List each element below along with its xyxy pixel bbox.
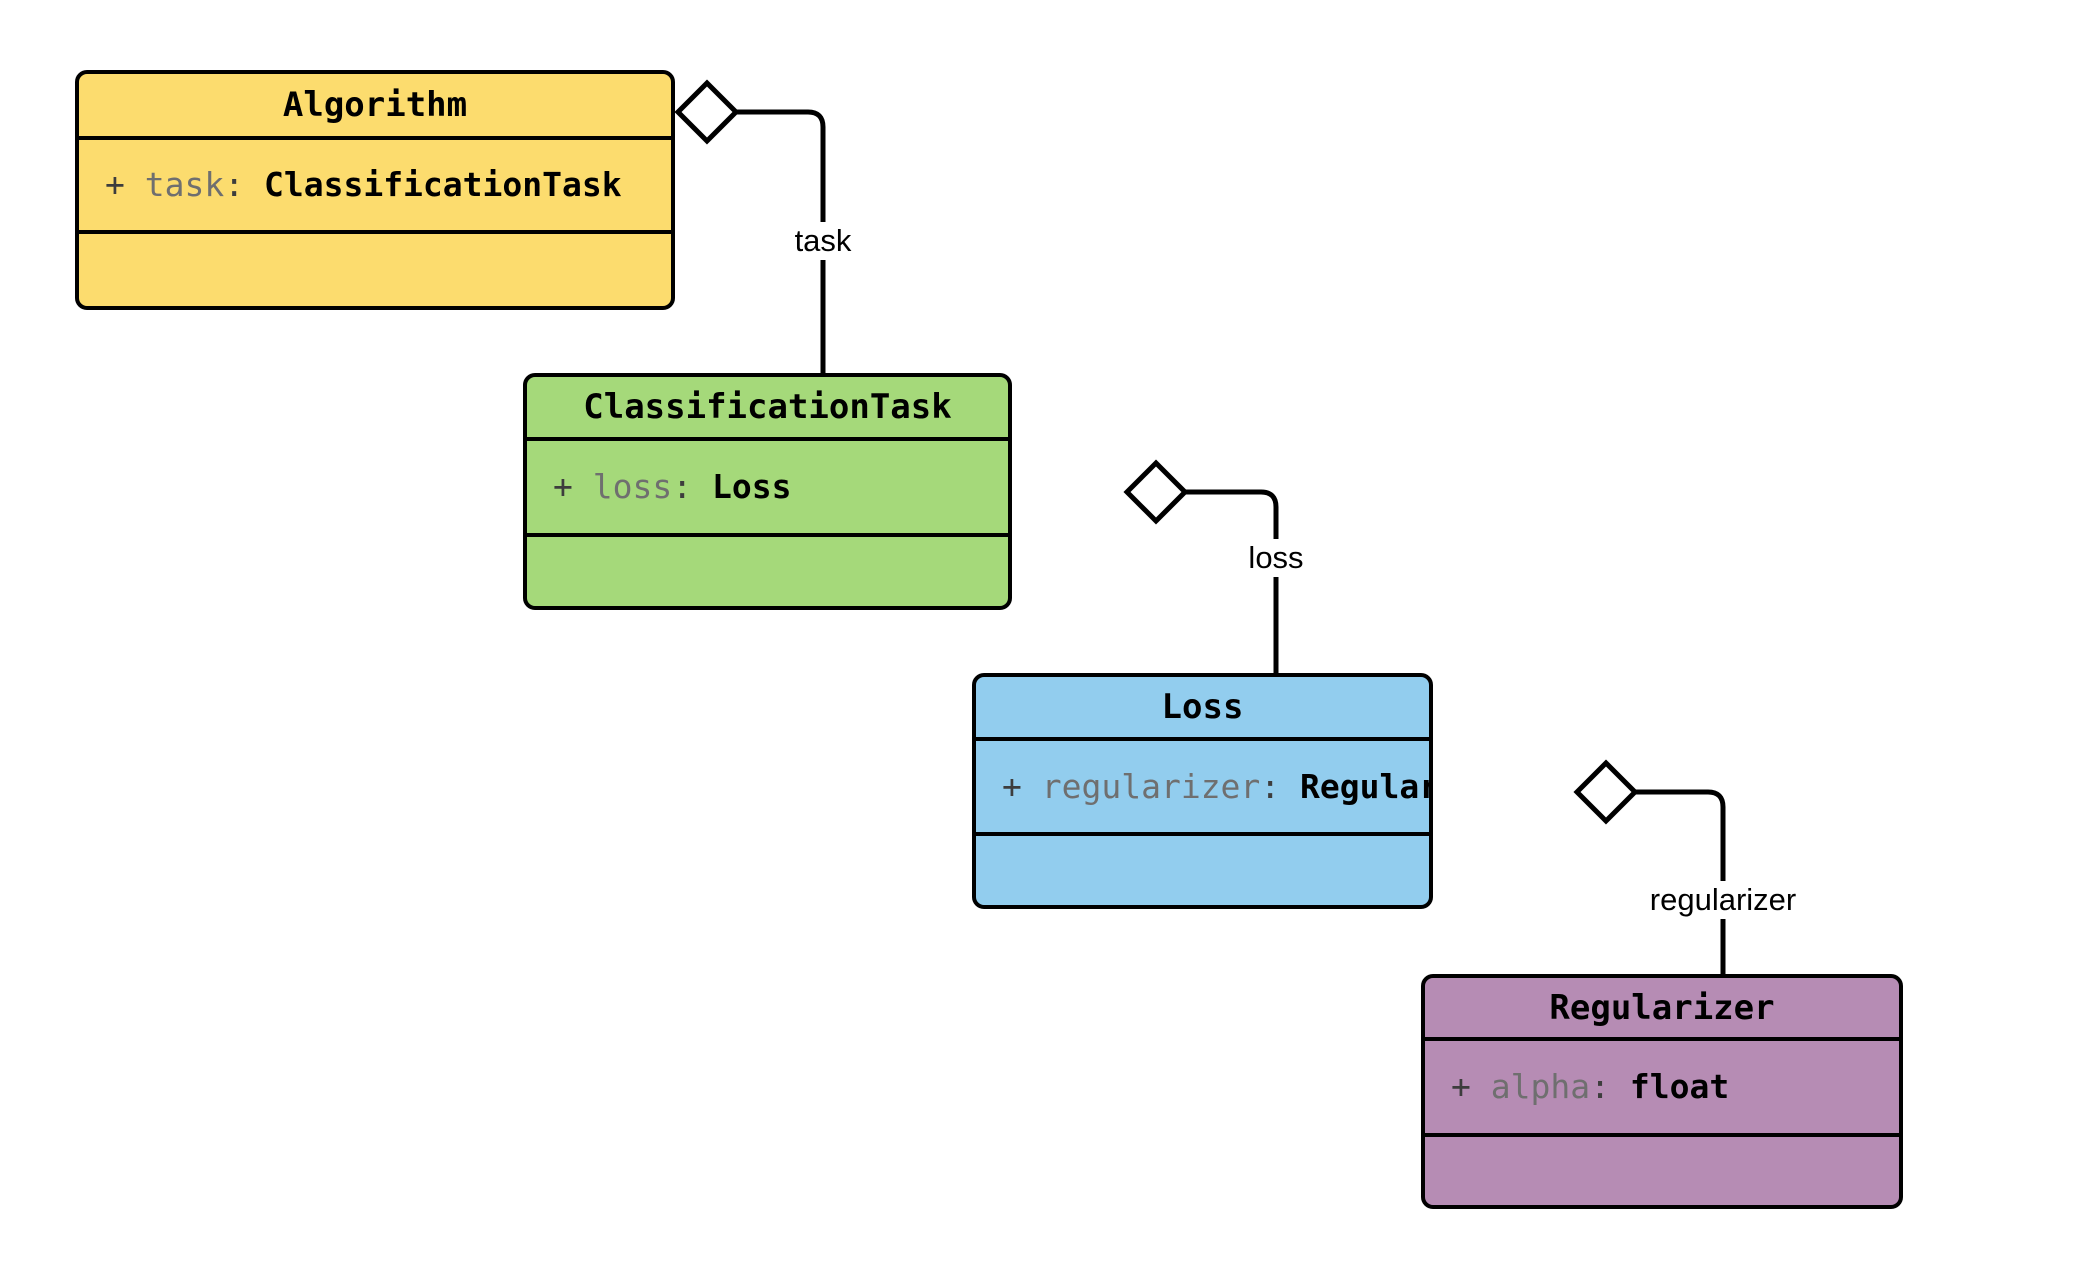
attribute-type: float: [1629, 1067, 1730, 1107]
edge-label-regularizer: regularizer: [1642, 881, 1804, 919]
edge-label-loss: loss: [1241, 539, 1311, 577]
attribute-name: loss: [592, 467, 673, 507]
edge-line-algorithm-task: [736, 109, 826, 373]
edge-label-task: task: [787, 222, 859, 260]
uml-methods-classification-task: [527, 537, 1008, 606]
uml-class-classification-task[interactable]: ClassificationTask + loss: Loss: [523, 373, 1012, 610]
uml-class-name-regularizer: Regularizer: [1425, 978, 1899, 1041]
uml-attribute-row: + loss: Loss: [553, 466, 1008, 507]
uml-attributes-classification-task: + loss: Loss: [527, 441, 1008, 537]
uml-class-name-classification-task: ClassificationTask: [527, 377, 1008, 441]
uml-methods-regularizer: [1425, 1137, 1899, 1205]
attribute-name: task: [144, 165, 225, 205]
aggregation-diamond-classificationtask: [1123, 459, 1189, 525]
uml-class-regularizer[interactable]: Regularizer + alpha: float: [1421, 974, 1903, 1209]
aggregation-diamond-loss: [1573, 759, 1639, 825]
uml-attributes-loss: + regularizer: Regularizer: [976, 741, 1429, 836]
uml-methods-algorithm: [79, 234, 671, 306]
attribute-type: Regularizer: [1300, 766, 1429, 806]
attribute-visibility: +: [105, 165, 125, 205]
uml-attribute-row: + alpha: float: [1451, 1066, 1899, 1107]
attribute-separator: :: [1260, 766, 1281, 806]
attribute-visibility: +: [1002, 766, 1022, 806]
attribute-type: Loss: [711, 467, 792, 507]
attribute-separator: :: [672, 467, 693, 507]
uml-class-name-algorithm: Algorithm: [79, 74, 671, 140]
attribute-type: ClassificationTask: [263, 165, 622, 205]
uml-methods-loss: [976, 836, 1429, 905]
uml-class-algorithm[interactable]: Algorithm + task: ClassificationTask: [75, 70, 675, 310]
attribute-name: alpha: [1490, 1067, 1591, 1107]
attribute-separator: :: [224, 165, 245, 205]
attribute-separator: :: [1590, 1067, 1610, 1107]
uml-attribute-row: + task: ClassificationTask: [105, 164, 671, 205]
attribute-visibility: +: [553, 467, 573, 507]
attribute-visibility: +: [1451, 1067, 1471, 1107]
edge-line-loss-regularizer: [1635, 789, 1726, 974]
uml-attribute-row: + regularizer: Regularizer: [1002, 766, 1429, 807]
edge-line-classificationtask-loss: [1185, 489, 1279, 673]
uml-attributes-regularizer: + alpha: float: [1425, 1041, 1899, 1137]
aggregation-diamond-algorithm: [674, 79, 740, 145]
uml-class-loss[interactable]: Loss + regularizer: Regularizer: [972, 673, 1433, 909]
uml-class-name-loss: Loss: [976, 677, 1429, 741]
attribute-name: regularizer: [1041, 766, 1261, 806]
uml-attributes-algorithm: + task: ClassificationTask: [79, 140, 671, 234]
